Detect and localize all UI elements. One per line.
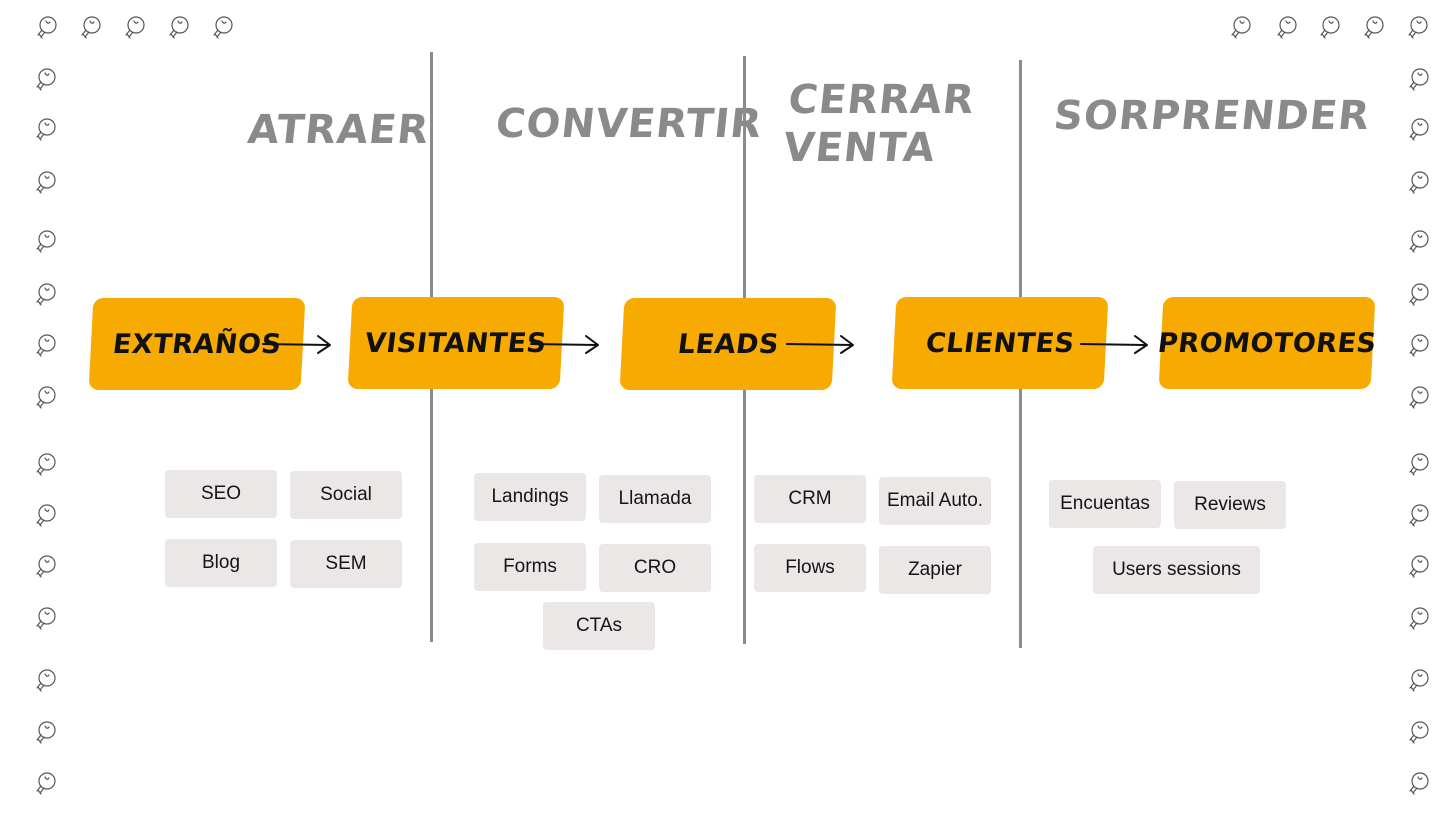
lightbulb-icon	[1403, 168, 1433, 198]
lightbulb-icon	[30, 501, 60, 531]
lightbulb-icon	[30, 604, 60, 634]
tag-flows: Flows	[754, 544, 866, 592]
lightbulb-icon	[1314, 13, 1344, 43]
lightbulb-icon	[1402, 13, 1432, 43]
lightbulb-icon	[1403, 280, 1433, 310]
lightbulb-icon	[30, 331, 60, 361]
lightbulb-icon	[1403, 604, 1433, 634]
lightbulb-icon	[30, 280, 60, 310]
lightbulb-icon	[30, 115, 60, 145]
tag-cro: CRO	[599, 544, 711, 592]
step-promotores: PROMOTORES	[1155, 297, 1379, 389]
tag-crm: CRM	[754, 475, 866, 523]
lightbulb-icon	[30, 718, 60, 748]
lightbulb-icon	[30, 65, 60, 95]
lightbulb-icon	[119, 13, 149, 43]
lightbulb-icon	[30, 552, 60, 582]
step-leads: LEADS	[619, 298, 837, 390]
step-label-extranos: EXTRAÑOS	[110, 328, 284, 360]
tag-seo: SEO	[165, 470, 277, 518]
lightbulb-icon	[1403, 552, 1433, 582]
lightbulb-icon	[30, 383, 60, 413]
lightbulb-icon	[30, 769, 60, 799]
lightbulb-icon	[207, 13, 237, 43]
step-label-leads: LEADS	[675, 328, 781, 360]
step-label-promotores: PROMOTORES	[1155, 327, 1379, 359]
lightbulb-icon	[1271, 13, 1301, 43]
lightbulb-icon	[30, 666, 60, 696]
step-clientes: CLIENTES	[891, 297, 1109, 389]
lightbulb-icon	[1403, 227, 1433, 257]
step-label-visitantes: VISITANTES	[363, 327, 549, 359]
lightbulb-icon	[1403, 718, 1433, 748]
tag-landings: Landings	[474, 473, 586, 521]
tag-ctas: CTAs	[543, 602, 655, 650]
stage-title-sorprender: SORPRENDER	[1051, 93, 1373, 139]
tag-social: Social	[290, 471, 402, 519]
lightbulb-icon	[30, 168, 60, 198]
lightbulb-icon	[1403, 65, 1433, 95]
tag-blog: Blog	[165, 539, 277, 587]
lightbulb-icon	[30, 227, 60, 257]
stage-title-atraer: ATRAER	[245, 107, 432, 153]
lightbulb-icon	[1403, 331, 1433, 361]
lightbulb-icon	[1225, 13, 1255, 43]
lightbulb-icon	[163, 13, 193, 43]
tag-sem: SEM	[290, 540, 402, 588]
lightbulb-icon	[1403, 115, 1433, 145]
tag-reviews: Reviews	[1174, 481, 1286, 529]
tag-zapier: Zapier	[879, 546, 991, 594]
tag-encuentas: Encuentas	[1049, 480, 1161, 528]
lightbulb-icon	[1358, 13, 1388, 43]
step-extranos: EXTRAÑOS	[88, 298, 306, 390]
tag-users-sessions: Users sessions	[1093, 546, 1260, 594]
lightbulb-icon	[1403, 501, 1433, 531]
lightbulb-icon	[1403, 383, 1433, 413]
lightbulb-icon	[1403, 769, 1433, 799]
tag-llamada: Llamada	[599, 475, 711, 523]
tag-forms: Forms	[474, 543, 586, 591]
lightbulb-icon	[1403, 450, 1433, 480]
stage-title-convertir: CONVERTIR	[493, 101, 765, 147]
lightbulb-icon	[31, 13, 61, 43]
step-label-clientes: CLIENTES	[923, 327, 1077, 359]
lightbulb-icon	[1403, 666, 1433, 696]
lightbulb-icon	[30, 450, 60, 480]
lightbulb-icon	[75, 13, 105, 43]
stage-title-cerrar-venta: CERRAR VENTA	[781, 77, 977, 171]
step-visitantes: VISITANTES	[347, 297, 565, 389]
tag-email-auto: Email Auto.	[879, 477, 991, 525]
